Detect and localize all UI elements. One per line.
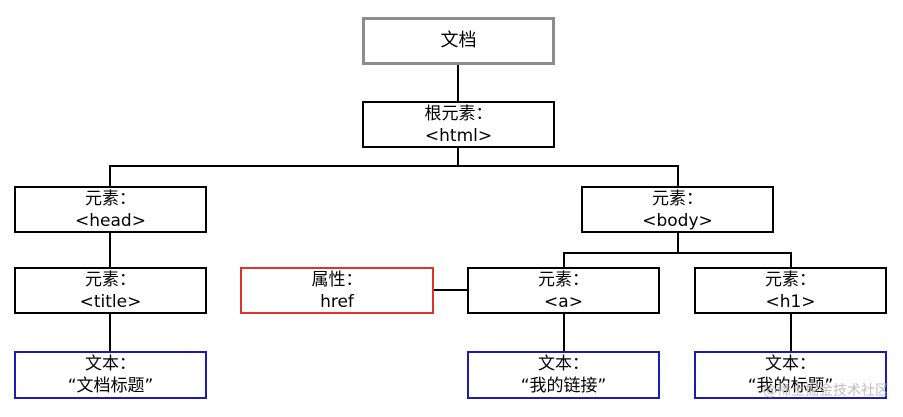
title-element-label: 元素： [85, 269, 136, 290]
connector-body-horizontal [563, 252, 792, 254]
title-element-tag: <title> [79, 291, 142, 312]
root-element-node: 根元素： <html> [362, 101, 555, 148]
root-element-tag: <html> [424, 125, 493, 146]
connector-body-down [677, 233, 679, 253]
h1-element-node: 元素： <h1> [694, 267, 887, 314]
body-element-label: 元素： [652, 188, 703, 209]
title-element-node: 元素： <title> [14, 267, 207, 314]
connector-to-body [677, 165, 679, 187]
title-text-value: “文档标题” [67, 376, 154, 396]
href-attribute-node: 属性： href [240, 267, 434, 314]
h1-text-value: “我的标题” [747, 376, 834, 396]
link-text-node: 文本： “我的链接” [467, 351, 660, 399]
connector-title-text [109, 313, 111, 352]
attribute-name: href [320, 291, 354, 312]
connector-to-a [563, 252, 565, 269]
connector-to-h1 [790, 252, 792, 269]
root-element-label: 根元素： [424, 103, 493, 124]
body-element-node: 元素： <body> [581, 186, 774, 233]
h1-element-tag: <h1> [765, 291, 816, 312]
h1-text-label: 文本： [765, 354, 816, 374]
connector-attribute-a [434, 289, 468, 291]
attribute-label: 属性： [311, 269, 363, 290]
connector-root-down [457, 148, 459, 166]
a-element-tag: <a> [544, 291, 583, 312]
watermark: @稀土掘金技术社区 [763, 383, 889, 399]
link-text-value: “我的链接” [520, 376, 607, 396]
a-element-label: 元素： [538, 269, 589, 290]
title-text-label: 文本： [85, 354, 136, 374]
link-text-label: 文本： [538, 354, 589, 374]
title-text-node: 文本： “文档标题” [14, 351, 207, 399]
connector-h1-text [790, 313, 792, 352]
connector-head-title [109, 233, 111, 269]
body-element-tag: <body> [642, 210, 713, 231]
head-element-node: 元素： <head> [14, 186, 207, 233]
head-element-label: 元素： [85, 188, 136, 209]
h1-element-label: 元素： [765, 269, 816, 290]
a-element-node: 元素： <a> [467, 267, 660, 314]
document-label: 文档 [440, 30, 477, 51]
connector-to-head [109, 165, 111, 187]
head-element-tag: <head> [75, 210, 146, 231]
document-node: 文档 [362, 17, 555, 65]
connector-root-horizontal [109, 165, 679, 167]
h1-text-node: 文本： “我的标题” [694, 351, 887, 399]
connector-a-text [563, 313, 565, 352]
connector-document-root [457, 65, 459, 101]
